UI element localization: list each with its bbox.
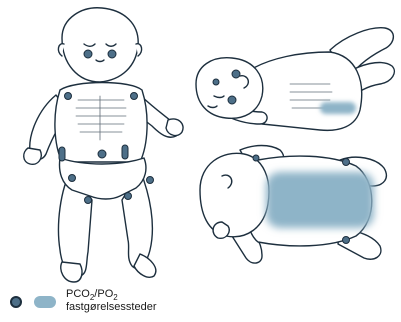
legend-label: PCO2/PO2 fastgørelsessteder [66, 288, 156, 314]
legend-caption: fastgørelsessteder [66, 301, 156, 314]
infant-front-view [24, 8, 183, 282]
sensor-site-dot-icon [213, 79, 219, 85]
sensor-site-dot-icon [125, 193, 132, 200]
sensor-site-dot-icon [10, 296, 22, 308]
legend: PCO2/PO2 fastgørelsessteder [8, 288, 228, 318]
sensor-site-dot-icon [343, 237, 350, 244]
sensor-site-dot-icon [122, 145, 128, 159]
sensor-site-dot-icon [228, 96, 236, 104]
infant-side-view [196, 28, 394, 131]
legend-gas-label: PCO2/PO2 [66, 288, 156, 301]
sensor-site-dot-icon [147, 177, 154, 184]
legend-gas-part1: PCO [66, 288, 90, 300]
sensor-site-dot-icon [69, 175, 76, 182]
sensor-site-area-icon [266, 172, 374, 228]
sensor-site-dot-icon [253, 155, 259, 161]
sensor-site-dot-icon [98, 150, 106, 158]
sensor-site-dot-icon [65, 93, 72, 100]
sensor-site-dot-icon [108, 50, 116, 58]
sensor-site-dot-icon [343, 159, 350, 166]
sensor-site-dot-icon [85, 197, 92, 204]
sensor-site-area-icon [320, 102, 356, 114]
legend-gas-sep: /PO [94, 288, 113, 300]
sensor-site-dot-icon [232, 70, 240, 78]
sensor-site-area-icon [34, 296, 56, 308]
sensor-site-dot-icon [84, 50, 92, 58]
sensor-site-dot-icon [131, 93, 138, 100]
sensor-site-dot-icon [59, 147, 65, 161]
